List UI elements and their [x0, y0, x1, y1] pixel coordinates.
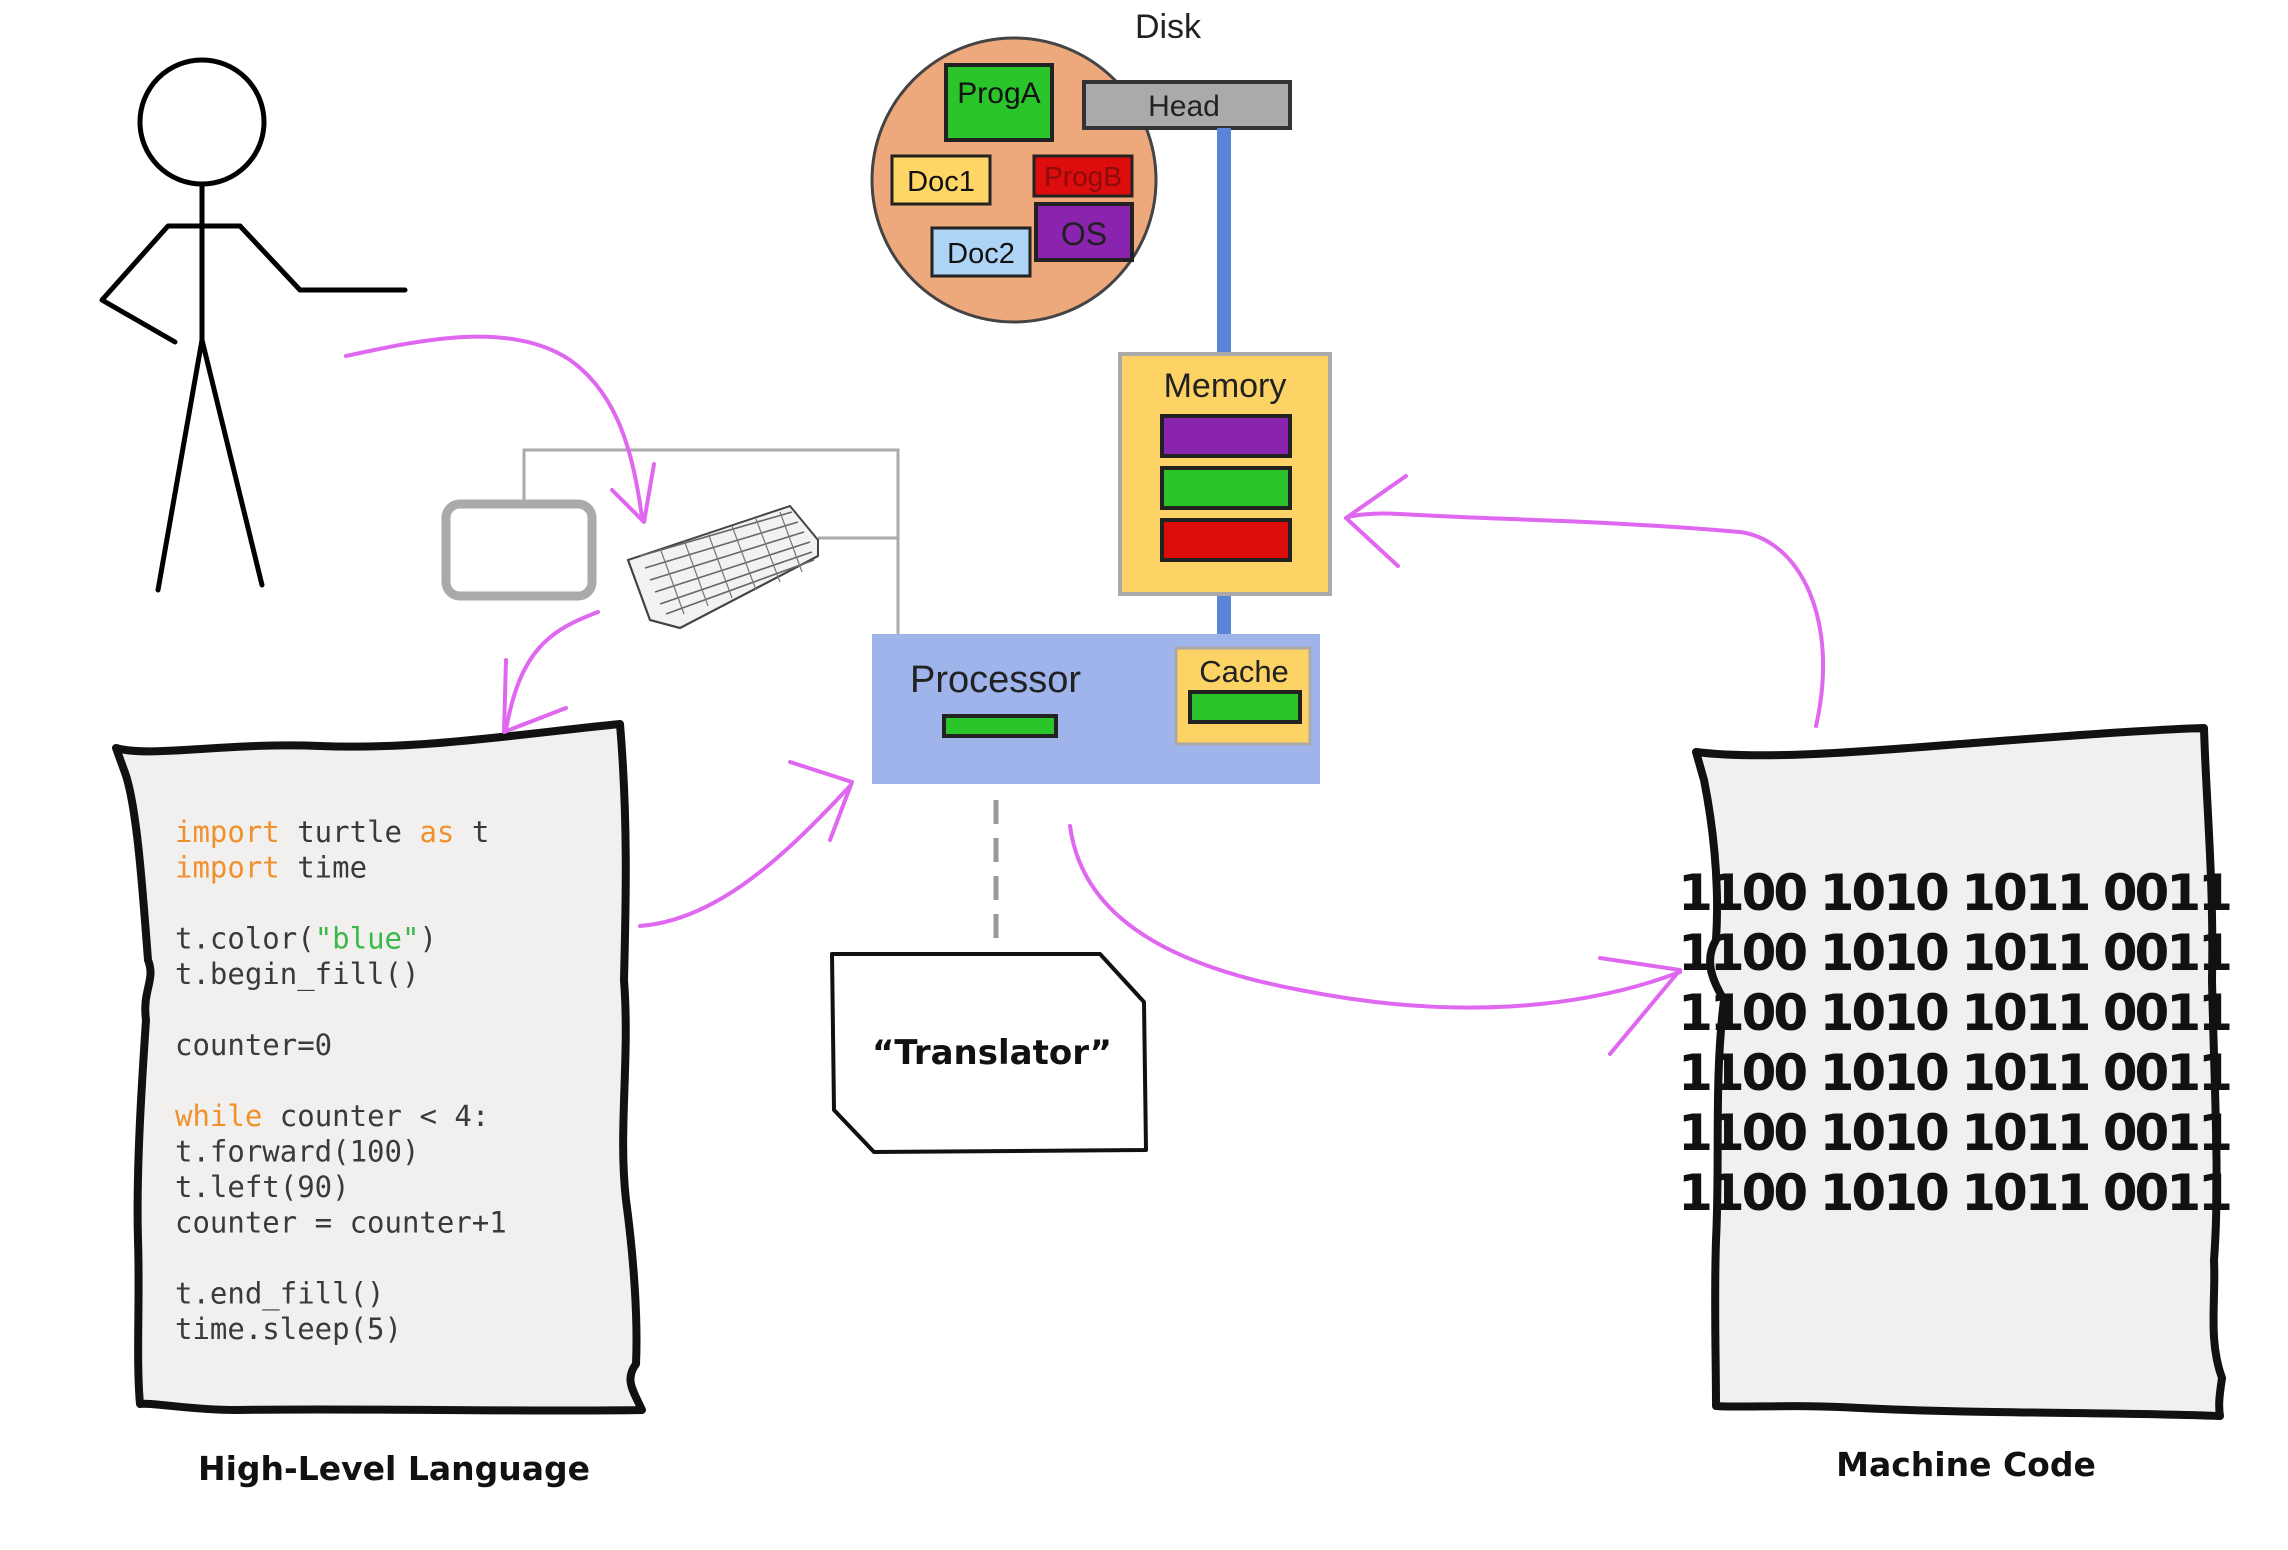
- disk-head: Head: [1082, 80, 1292, 130]
- binary-line: 1100 1010 1011 0011: [1678, 864, 2230, 922]
- io-cable: [522, 448, 900, 634]
- memory-label: Memory: [1164, 367, 1287, 405]
- code-line: counter = counter+1: [175, 1206, 507, 1240]
- code-token: t.end_fill(): [175, 1277, 385, 1312]
- code-token: time.sleep(5): [175, 1312, 402, 1346]
- disk-label: Disk: [1135, 8, 1202, 46]
- disk: Disk ProgA Doc1 ProgB OS Doc2 Head: [870, 8, 1292, 324]
- code-line: import time: [175, 851, 367, 885]
- binary-line: 1100 1010 1011 0011: [1678, 1104, 2230, 1162]
- code-token: counter=0: [175, 1028, 332, 1062]
- file-prog-b: ProgB: [1032, 154, 1134, 198]
- machine-code-caption: Machine Code: [1836, 1445, 2096, 1484]
- cache-label: Cache: [1199, 654, 1289, 689]
- code-line: t.begin_fill(): [175, 957, 419, 992]
- file-prog-a: ProgA: [944, 63, 1054, 142]
- code-token: t.left(90): [175, 1170, 350, 1204]
- code-line: while counter < 4:: [175, 1099, 489, 1133]
- code-token: counter < 4:: [262, 1099, 489, 1133]
- translator-label: “Translator”: [872, 1033, 1112, 1073]
- memory-processor-bus: [1217, 594, 1231, 634]
- code-line: counter=0: [175, 1028, 332, 1062]
- code-token: import: [175, 851, 280, 885]
- svg-text:OS: OS: [1061, 216, 1107, 252]
- code-line: t.left(90): [175, 1170, 350, 1204]
- file-doc1: Doc1: [890, 154, 992, 206]
- machine-code-to-memory-arrow: [1344, 474, 1825, 728]
- code-token: ): [419, 922, 436, 956]
- code-token: t: [454, 815, 489, 849]
- processor-label: Processor: [910, 659, 1081, 701]
- code-token: counter = counter+1: [175, 1206, 507, 1240]
- svg-text:Doc2: Doc2: [947, 238, 1015, 270]
- disk-memory-bus: [1217, 128, 1231, 354]
- svg-text:Head: Head: [1148, 90, 1220, 123]
- svg-text:ProgA: ProgA: [957, 77, 1040, 110]
- code-token: t.forward(100): [175, 1135, 419, 1169]
- stick-figure-icon: [99, 57, 408, 593]
- code-token: t.color(: [175, 922, 315, 956]
- code-to-processor-arrow: [638, 760, 854, 928]
- code-token: time: [280, 851, 367, 885]
- keyboard-icon: [626, 504, 819, 630]
- binary-line: 1100 1010 1011 0011: [1678, 1044, 2230, 1102]
- cache: Cache: [1174, 646, 1312, 746]
- binary-line: 1100 1010 1011 0011: [1678, 1164, 2230, 1222]
- memory-slot-purple: [1160, 414, 1292, 458]
- processor-to-machine-code-arrow: [1068, 824, 1682, 1056]
- translator: “Translator”: [830, 952, 1148, 1154]
- code-token: t.begin_fill(): [175, 957, 419, 992]
- file-os: OS: [1034, 202, 1134, 262]
- memory-slot-red: [1160, 518, 1292, 562]
- code-token: turtle: [280, 815, 420, 849]
- binary-line: 1100 1010 1011 0011: [1678, 984, 2230, 1042]
- code-line: import turtle as t: [175, 815, 489, 849]
- monitor-icon: [441, 499, 597, 601]
- memory: Memory: [1118, 352, 1332, 596]
- code-line: t.forward(100): [175, 1135, 419, 1169]
- code-line: t.end_fill(): [175, 1277, 385, 1312]
- svg-text:ProgB: ProgB: [1044, 161, 1122, 192]
- memory-slot-green: [1160, 466, 1292, 510]
- code-token: import: [175, 815, 280, 849]
- processor-register: [942, 714, 1058, 738]
- keyboard-to-code-arrow: [502, 610, 600, 734]
- code-token: as: [419, 815, 454, 849]
- person-to-keyboard-arrow: [344, 334, 656, 524]
- high-level-caption: High-Level Language: [198, 1449, 590, 1488]
- processor: Processor Cache: [872, 634, 1320, 784]
- code-line: t.color("blue"): [175, 922, 437, 956]
- binary-line: 1100 1010 1011 0011: [1678, 924, 2230, 982]
- svg-text:Doc1: Doc1: [907, 166, 975, 198]
- file-doc2: Doc2: [930, 226, 1032, 278]
- code-token: "blue": [315, 922, 420, 956]
- code-token: while: [175, 1099, 262, 1133]
- cache-slot-green: [1188, 690, 1302, 724]
- code-line: time.sleep(5): [175, 1312, 402, 1346]
